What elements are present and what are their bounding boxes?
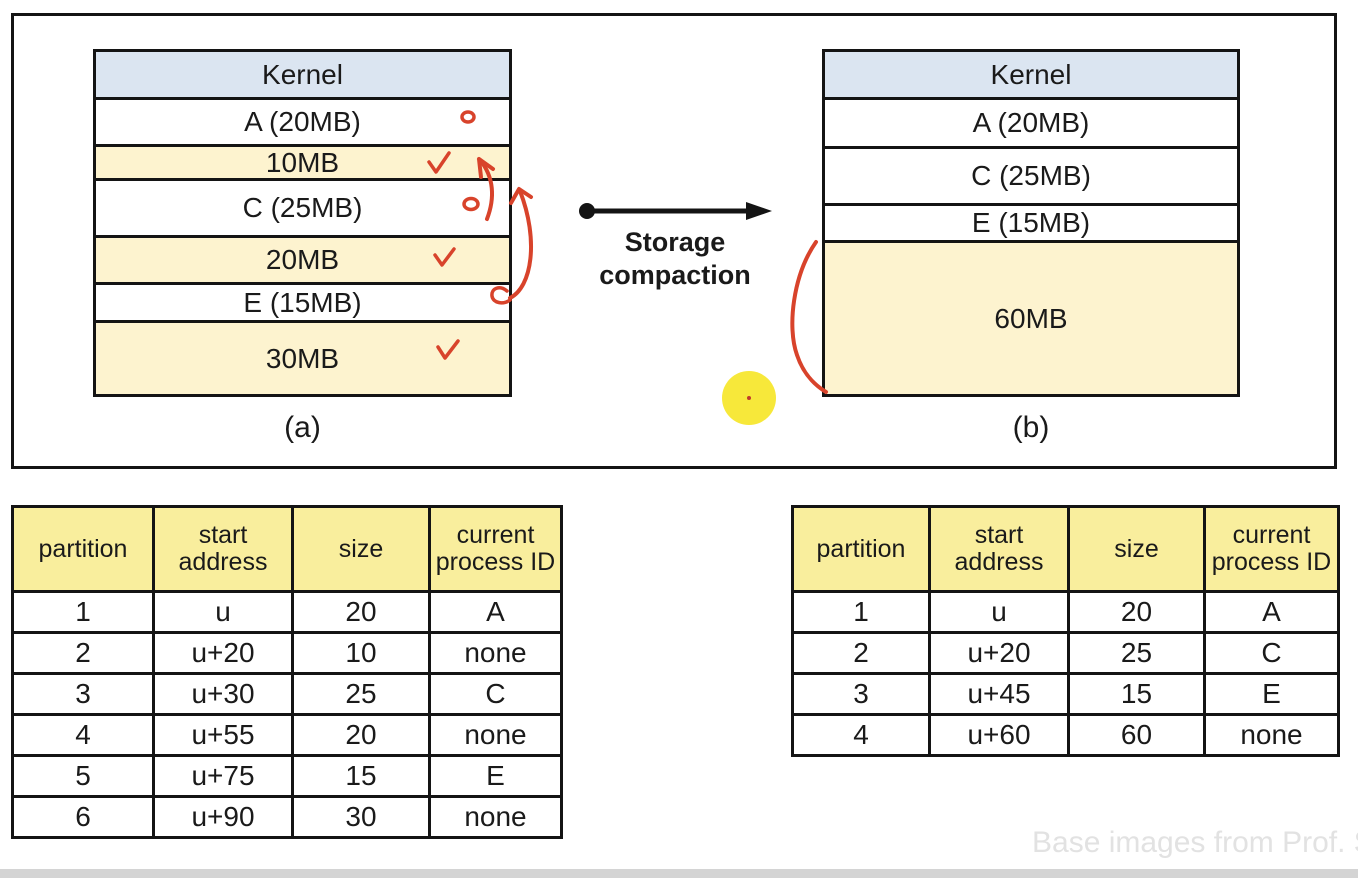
table-cell: u+75 <box>152 754 294 798</box>
table-cell: 6 <box>11 795 155 839</box>
laser-pointer-dot <box>722 371 776 425</box>
column-header: partition <box>791 505 931 593</box>
table-cell: 30 <box>291 795 431 839</box>
memory-block-e-15mb: E (15MB) <box>96 282 509 320</box>
table-cell: E <box>1203 672 1340 716</box>
table-cell: 15 <box>291 754 431 798</box>
column-header: size <box>291 505 431 593</box>
column-header: partition <box>11 505 155 593</box>
player-progress-bar <box>0 869 1358 878</box>
diagram-label-b: (b) <box>1012 411 1050 444</box>
table-cell: A <box>1203 590 1340 634</box>
table-cell: u <box>152 590 294 634</box>
compaction-caption-line1: Storage <box>624 227 726 257</box>
table-cell: 60 <box>1067 713 1206 757</box>
table-cell: 15 <box>1067 672 1206 716</box>
table-cell: 4 <box>11 713 155 757</box>
table-cell: 3 <box>791 672 931 716</box>
table-cell: 20 <box>291 590 431 634</box>
column-header: current process ID <box>428 505 563 593</box>
table-cell: 5 <box>11 754 155 798</box>
memory-block-kernel: Kernel <box>96 52 509 97</box>
memory-block-kernel: Kernel <box>825 52 1237 97</box>
memory-block-c-25mb: C (25MB) <box>825 146 1237 203</box>
table-cell: 1 <box>11 590 155 634</box>
compaction-arrow-icon <box>579 202 772 220</box>
table-cell: u+90 <box>152 795 294 839</box>
watermark-credit: Base images from Prof. S <box>1032 826 1358 859</box>
table-cell: 4 <box>791 713 931 757</box>
table-cell: u+20 <box>928 631 1070 675</box>
memory-block-30mb: 30MB <box>96 320 509 394</box>
compaction-caption: Storage compaction <box>575 226 775 292</box>
memory-block-10mb: 10MB <box>96 144 509 178</box>
memory-block-a-20mb: A (20MB) <box>825 97 1237 146</box>
table-cell: u+45 <box>928 672 1070 716</box>
memory-block-20mb: 20MB <box>96 235 509 282</box>
diagram-label-a: (a) <box>284 411 321 444</box>
column-header: start address <box>152 505 294 593</box>
compaction-caption-line2: compaction <box>599 260 751 290</box>
table-cell: u <box>928 590 1070 634</box>
table-cell: none <box>428 631 563 675</box>
table-cell: u+55 <box>152 713 294 757</box>
table-cell: u+60 <box>928 713 1070 757</box>
table-cell: 25 <box>291 672 431 716</box>
memory-block-c-25mb: C (25MB) <box>96 178 509 235</box>
table-cell: none <box>428 795 563 839</box>
table-cell: u+20 <box>152 631 294 675</box>
table-cell: 20 <box>291 713 431 757</box>
table-cell: A <box>428 590 563 634</box>
column-header: start address <box>928 505 1070 593</box>
table-cell: none <box>1203 713 1340 757</box>
table-cell: none <box>428 713 563 757</box>
table-cell: C <box>1203 631 1340 675</box>
table-cell: 25 <box>1067 631 1206 675</box>
column-header: current process ID <box>1203 505 1340 593</box>
table-cell: C <box>428 672 563 716</box>
table-cell: 1 <box>791 590 931 634</box>
table-cell: 10 <box>291 631 431 675</box>
table-cell: 20 <box>1067 590 1206 634</box>
table-cell: 2 <box>791 631 931 675</box>
column-header: size <box>1067 505 1206 593</box>
table-cell: E <box>428 754 563 798</box>
table-cell: 2 <box>11 631 155 675</box>
memory-block-60mb: 60MB <box>825 240 1237 394</box>
memory-block-e-15mb: E (15MB) <box>825 203 1237 240</box>
table-cell: 3 <box>11 672 155 716</box>
table-cell: u+30 <box>152 672 294 716</box>
memory-block-a-20mb: A (20MB) <box>96 97 509 144</box>
